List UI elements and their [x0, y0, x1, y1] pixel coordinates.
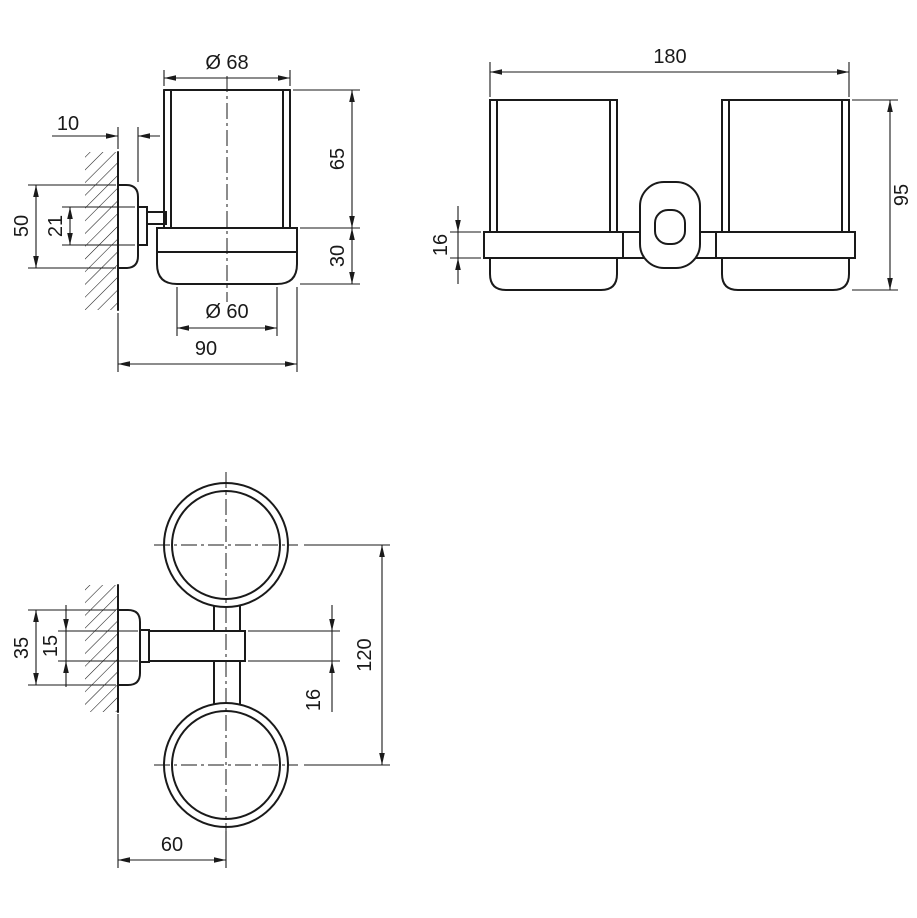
- front-view: 180 95 16: [430, 46, 913, 291]
- mounting-boss: [137, 206, 148, 246]
- mounting-plate: [117, 184, 139, 269]
- dim-label-overall-height: 95: [891, 184, 913, 206]
- plan-view: 35 15 120 16: [11, 472, 390, 868]
- mounting-plate-plan: [117, 609, 141, 686]
- dim-label-cup-diameter: Ø 68: [205, 52, 248, 74]
- holder-ring: [156, 227, 298, 285]
- dim-plate-width: 35: [11, 609, 116, 686]
- holder-ring-edges: [622, 231, 717, 259]
- wall-hatching-plan: [85, 585, 118, 712]
- dim-label-plate-width: 35: [11, 637, 33, 659]
- holder-outline: [156, 227, 298, 285]
- wall-section: [85, 151, 119, 311]
- cross-bar: [213, 605, 241, 706]
- dim-plate-height: 50: [11, 184, 116, 269]
- dim-label-overall-width: 180: [653, 46, 686, 68]
- cup-outer-walls: [163, 89, 291, 229]
- left-cup-outline: [489, 99, 618, 291]
- dim-overall-width: 180: [489, 46, 850, 97]
- dim-center-distance: 120: [304, 544, 390, 766]
- dim-label-plate-height: 50: [11, 215, 33, 237]
- left-cup: [489, 99, 618, 291]
- dim-overall-depth: 90: [117, 287, 298, 372]
- dim-wall-to-center: 60: [117, 714, 227, 868]
- dim-label-base-diameter: Ø 60: [205, 301, 248, 323]
- dim-label-boss-height: 21: [45, 215, 67, 237]
- mounting-boss-plan: [139, 629, 150, 663]
- dim-holder-height: 30: [300, 228, 360, 285]
- left-cup-inner-walls: [496, 99, 611, 232]
- front-view-dimensions: 180 95 16: [430, 46, 913, 291]
- wall-section-plan: [85, 584, 119, 713]
- dim-boss-height: 21: [45, 206, 135, 246]
- plan-view-dimensions: 35 15 120 16: [11, 544, 390, 868]
- wall-bracket: [639, 181, 701, 269]
- dim-bar-width: 16: [248, 605, 340, 712]
- bracket-arm-plan: [148, 630, 246, 662]
- dim-label-holder-height: 30: [327, 245, 349, 267]
- dim-label-plate-thickness: 10: [57, 113, 79, 135]
- dim-label-cup-height: 65: [327, 148, 349, 170]
- side-view-dimensions: Ø 68 10 65 30 50: [11, 52, 360, 372]
- right-cup: [721, 99, 850, 291]
- right-cup-inner-walls: [728, 99, 843, 232]
- dim-arm-width: 15: [40, 605, 138, 687]
- wall-hatching: [85, 152, 118, 310]
- dim-label-arm-width: 15: [40, 635, 62, 657]
- plan-centerlines: [154, 472, 298, 840]
- right-cup-outline: [721, 99, 850, 291]
- cup-inner-walls: [170, 89, 284, 229]
- dim-plate-thickness: 10: [52, 113, 160, 182]
- dim-cup-diameter: Ø 68: [163, 52, 291, 86]
- dim-cup-height: 65: [293, 89, 360, 229]
- dim-label-bar-width: 16: [303, 689, 325, 711]
- dim-overall-height: 95: [852, 99, 913, 291]
- dim-label-center-distance: 120: [354, 638, 376, 671]
- dim-label-overall-depth: 90: [195, 338, 217, 360]
- dim-base-diameter: Ø 60: [176, 287, 278, 336]
- dim-label-wall-to-center: 60: [161, 834, 183, 856]
- dim-ring-height: 16: [430, 206, 481, 284]
- dim-label-ring-height: 16: [430, 234, 452, 256]
- bracket-inner: [654, 209, 686, 245]
- side-view: Ø 68 10 65 30 50: [11, 52, 360, 372]
- upper-cup-inner: [171, 490, 281, 600]
